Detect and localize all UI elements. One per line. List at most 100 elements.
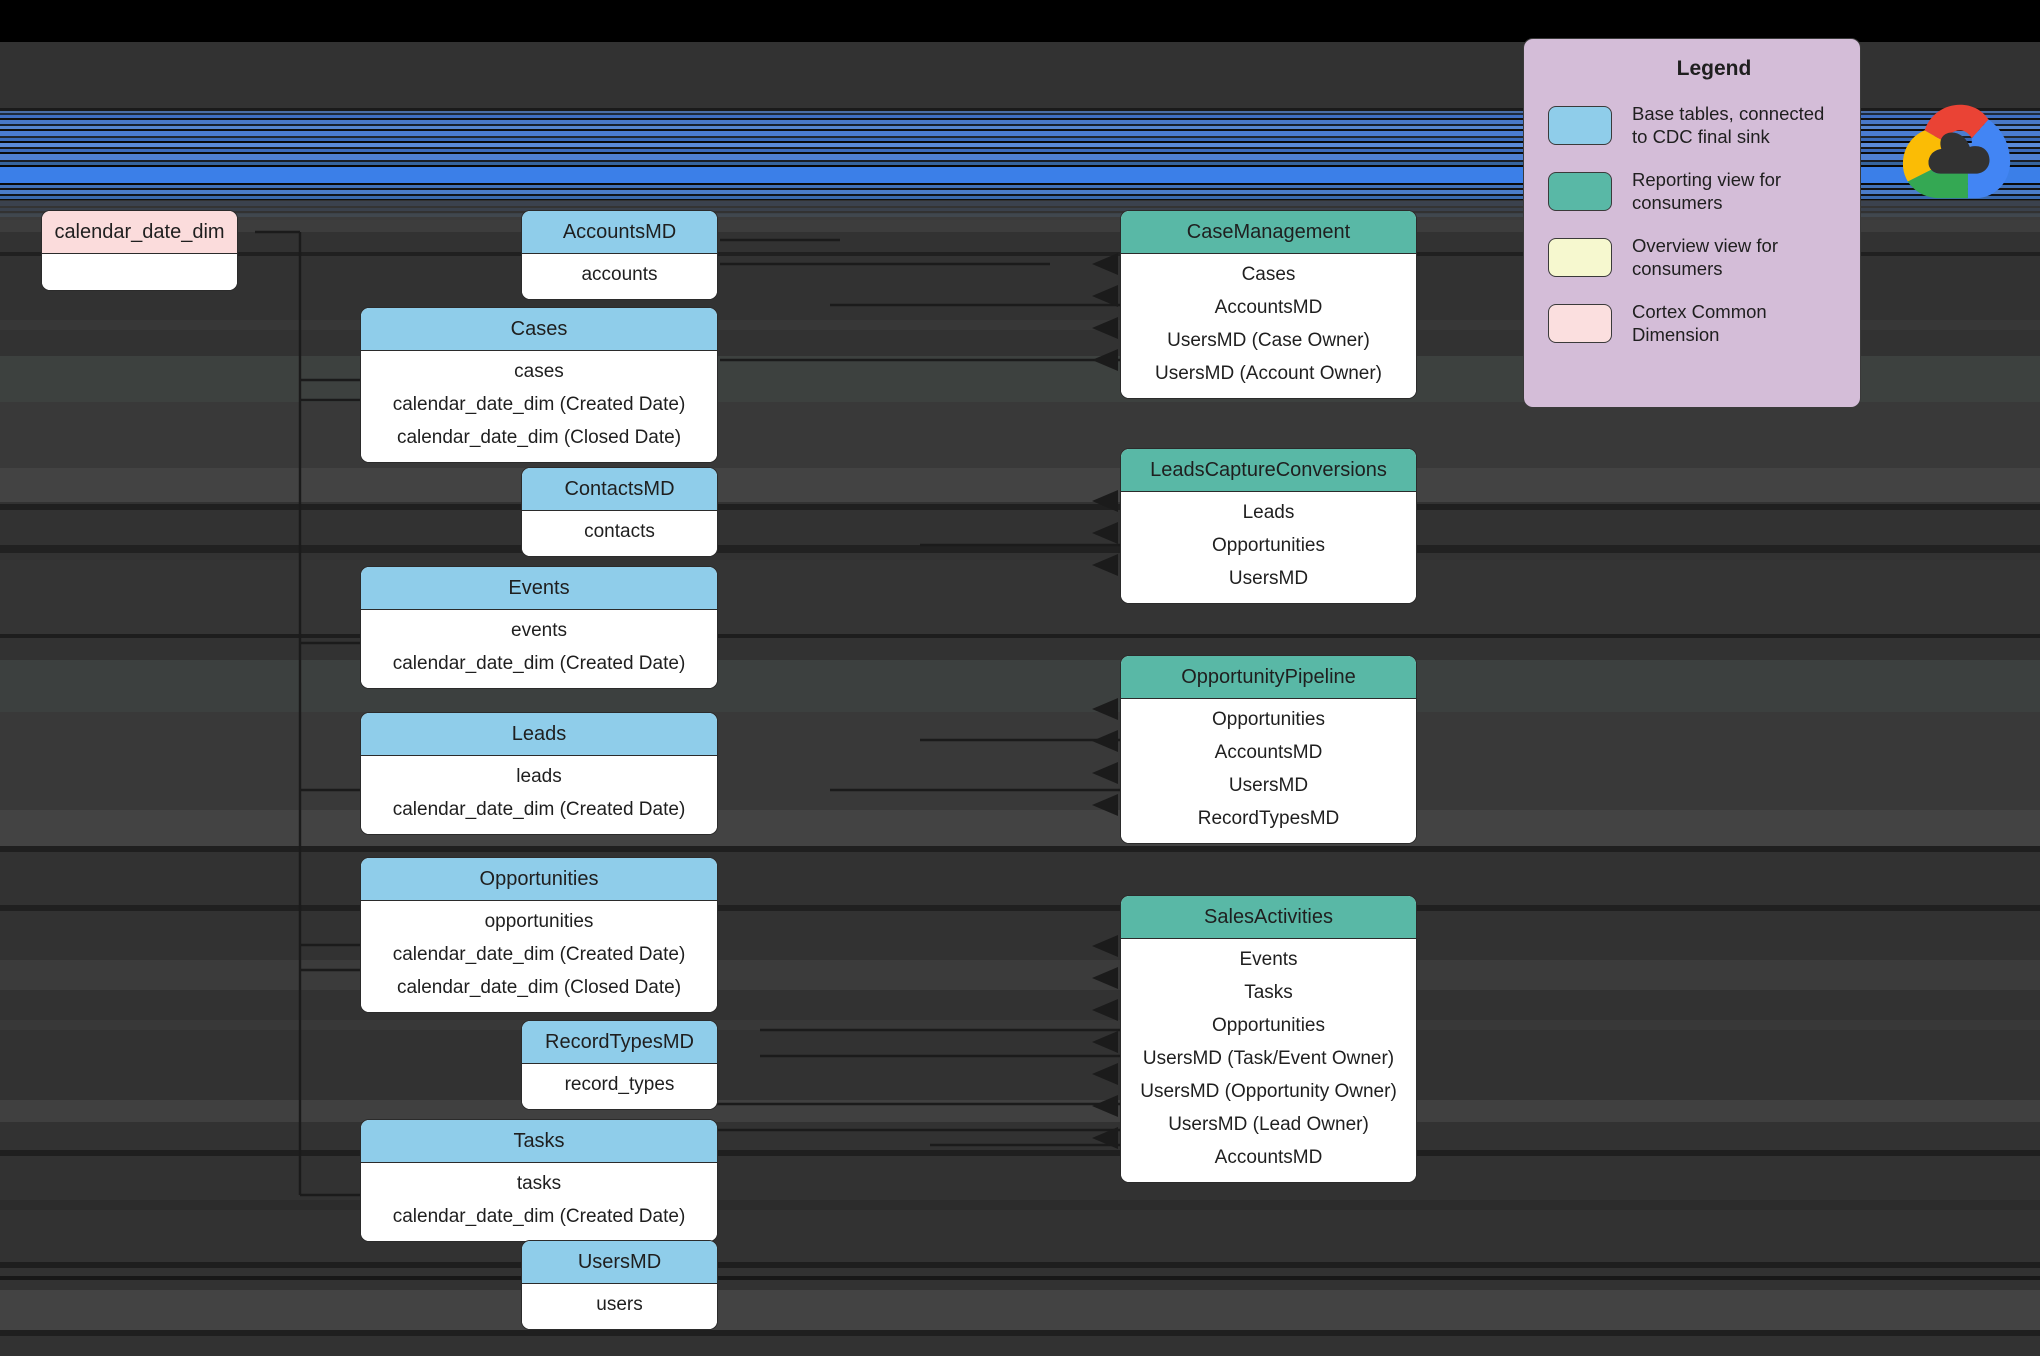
node-row: calendar_date_dim (Closed Date) — [396, 427, 682, 448]
node-row: AccountsMD — [1214, 1147, 1323, 1168]
ghost-band — [0, 810, 2040, 846]
glitch-stripe — [0, 118, 2040, 120]
node-title: ContactsMD — [522, 468, 717, 511]
node-title: Leads — [361, 713, 717, 756]
glitch-stripe — [0, 126, 2040, 129]
glitch-stripe — [0, 185, 2040, 188]
legend-item: Base tables, connected to CDC final sink — [1548, 103, 1840, 148]
node-row: Opportunities — [1211, 1015, 1325, 1036]
glitch-stripe — [0, 154, 2040, 160]
glitch-stripe — [0, 194, 2040, 196]
node-row: contacts — [584, 521, 655, 542]
ghost-band — [0, 1150, 2040, 1156]
legend-title: Legend — [1676, 57, 1752, 80]
node-contacts-md[interactable]: ContactsMD contacts — [521, 467, 718, 557]
node-title: calendar_date_dim — [42, 211, 237, 254]
node-body: accounts — [522, 254, 717, 299]
legend-swatch-green — [1548, 172, 1612, 212]
node-accounts-md[interactable]: AccountsMD accounts — [521, 210, 718, 300]
legend-item: Cortex Common Dimension — [1548, 301, 1840, 346]
node-title: CaseManagement — [1121, 211, 1416, 254]
node-row: UsersMD (Task/Event Owner) — [1142, 1048, 1395, 1069]
ghost-band — [0, 1330, 2040, 1336]
node-title: SalesActivities — [1121, 896, 1416, 939]
node-row: record_types — [564, 1074, 675, 1095]
node-calendar-date-dim[interactable]: calendar_date_dim — [41, 210, 238, 291]
glitch-stripe — [0, 124, 2040, 126]
node-body: contacts — [522, 511, 717, 556]
node-row: UsersMD (Account Owner) — [1155, 363, 1382, 384]
ghost-band — [0, 660, 2040, 712]
ghost-band — [0, 712, 2040, 810]
ghost-band — [0, 960, 2040, 990]
node-title: AccountsMD — [522, 211, 717, 254]
ghost-band — [0, 905, 2040, 911]
ghost-band — [0, 402, 2040, 468]
ghost-band — [0, 545, 2040, 553]
glitch-stripe — [0, 196, 2040, 199]
node-body: users — [522, 1284, 717, 1329]
glitch-stripe — [0, 108, 2040, 111]
glitch-stripe — [0, 141, 2040, 143]
node-row: RecordTypesMD — [1197, 808, 1340, 829]
node-row: UsersMD (Lead Owner) — [1168, 1114, 1369, 1135]
glitch-stripe — [0, 115, 2040, 118]
glitch-stripe — [0, 188, 2040, 190]
legend-item-label: Overview view for consumers — [1632, 235, 1778, 279]
node-leads[interactable]: Leads leads calendar_date_dim (Created Da… — [360, 712, 718, 835]
node-title: LeadsCaptureConversions — [1121, 449, 1416, 492]
node-row: calendar_date_dim (Created Date) — [392, 799, 686, 820]
glitch-stripe — [0, 138, 2040, 141]
glitch-stripe — [0, 162, 2040, 165]
node-row: UsersMD — [1228, 775, 1309, 796]
node-users-md[interactable]: UsersMD users — [521, 1240, 718, 1330]
node-row: Cases — [1241, 264, 1296, 285]
legend-item-label: Base tables, connected to CDC final sink — [1632, 103, 1825, 147]
node-row: calendar_date_dim (Created Date) — [392, 1206, 686, 1227]
node-title: UsersMD — [522, 1241, 717, 1284]
node-record-types-md[interactable]: RecordTypesMD record_types — [521, 1020, 718, 1110]
node-row: leads — [516, 766, 562, 787]
glitch-stripe — [0, 190, 2040, 194]
node-row: Opportunities — [1211, 709, 1325, 730]
node-row: events — [511, 620, 567, 641]
glitch-stripe — [0, 120, 2040, 124]
node-row: Events — [1239, 949, 1298, 970]
ghost-band — [0, 1276, 2040, 1280]
top-black-bar — [0, 0, 2040, 42]
glitch-stripe — [0, 136, 2040, 138]
legend-item: Overview view for consumers — [1548, 235, 1840, 280]
node-title: Cases — [361, 308, 717, 351]
node-row: AccountsMD — [1214, 297, 1323, 318]
ghost-band — [0, 560, 2040, 634]
node-row: Tasks — [1244, 982, 1293, 1003]
google-cloud-logo — [1902, 104, 2011, 199]
node-row: users — [596, 1294, 643, 1315]
legend-item-label: Reporting view for consumers — [1632, 169, 1782, 213]
ghost-band — [0, 1290, 2040, 1330]
ghost-band — [0, 1262, 2040, 1268]
glitch-stripe — [0, 165, 2040, 167]
legend-item: Reporting view for consumers — [1548, 169, 1840, 214]
node-title: OpportunityPipeline — [1121, 656, 1416, 699]
ghost-band — [0, 634, 2040, 638]
node-title: Tasks — [361, 1120, 717, 1163]
node-title: Opportunities — [361, 858, 717, 901]
glitch-stripe — [0, 152, 2040, 154]
glitch-stripe — [0, 143, 2040, 147]
node-row: calendar_date_dim (Created Date) — [392, 394, 686, 415]
